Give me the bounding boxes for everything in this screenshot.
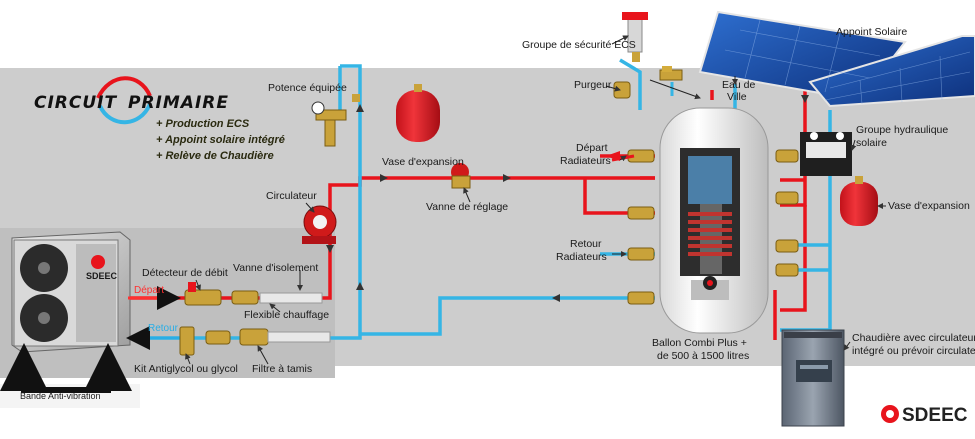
label-retour-rad-2: Radiateurs (556, 251, 607, 263)
kit-antiglycol (179, 326, 195, 356)
label-filtre: Filtre à tamis (252, 363, 312, 375)
circulateur-pump (302, 205, 337, 244)
label-flexible: Flexible chauffage (244, 309, 329, 321)
features-list: + Production ECS + Appoint solaire intég… (156, 118, 285, 162)
logo-part1: CIRCUIT (34, 93, 117, 113)
label-kit-antiglycol: Kit Antiglycol ou glycol (134, 363, 238, 375)
label-chaudiere-1: Chaudière avec circulateur (852, 332, 975, 344)
vase-expansion-left (396, 84, 440, 142)
heat-pump: SDEEC (11, 231, 131, 353)
circuit-primaire-logo: CIRCUIT PRIMAIRE (34, 76, 229, 125)
brass-fittings-left (179, 289, 269, 356)
detecteur-handle (188, 282, 196, 292)
logo-part2: PRIMAIRE (128, 93, 229, 113)
label-depart-rad-2: Radiateurs (560, 155, 611, 167)
component-labels: Potence équipée Vase d'expansion Circula… (134, 26, 975, 375)
flexible-retour (267, 331, 331, 343)
depart-rad-arrowhead (606, 151, 620, 161)
label-vanne-isolement: Vanne d'isolement (233, 262, 318, 274)
groupe-hydraulique-solaire (800, 132, 852, 176)
bande-anti-vibration-label: Bande Anti-vibration (20, 391, 101, 401)
flow-arrow (503, 174, 511, 182)
label-depart-rad-1: Départ (576, 142, 608, 154)
label-groupe-hydro-1: Groupe hydraulique (856, 124, 948, 136)
flow-arrow (356, 104, 364, 112)
depart-label: Départ (134, 285, 164, 296)
groupe-securite-ecs (622, 12, 648, 62)
flexible-depart (259, 292, 323, 304)
solar-panels (698, 10, 975, 108)
label-circulateur: Circulateur (266, 190, 317, 202)
potence-equipee (311, 94, 360, 147)
leader-lines (185, 35, 886, 365)
retour-label: Retour (148, 323, 179, 334)
flow-arrow (552, 294, 560, 302)
flow-arrow (801, 95, 809, 103)
label-eau-ville-1: Eau de (722, 79, 755, 91)
ballon-combi (659, 107, 769, 334)
brand-name: SDEEC (902, 405, 968, 426)
flow-arrow (326, 245, 334, 253)
feature-ecs: + Production ECS (156, 118, 250, 130)
flow-arrow (380, 174, 388, 182)
detecteur-debit (184, 289, 222, 306)
heat-pump-brand: SDEEC (86, 271, 118, 281)
label-groupe-hydro-2: solaire (856, 137, 887, 149)
label-chaudiere-2: intégré ou prévoir circulateur (852, 345, 975, 357)
label-vase-right: Vase d'expansion (888, 200, 970, 212)
depart-arrow: Départ (128, 285, 181, 310)
label-potence: Potence équipée (268, 82, 347, 94)
return-pipe-to-tank (360, 296, 655, 336)
feature-chaudiere: + Relève de Chaudière (156, 150, 274, 162)
label-appoint-solaire: Appoint Solaire (836, 26, 907, 38)
robinet-eau-ville (659, 66, 683, 96)
vanne-retour (205, 330, 231, 345)
feature-solaire: + Appoint solaire intégré (156, 134, 285, 146)
vase-expansion-right (840, 176, 878, 226)
label-purgeur: Purgeur (574, 79, 612, 91)
anti-vibration-band: Bande Anti-vibration (0, 343, 140, 408)
sdeec-logo: SDEEC (881, 405, 968, 426)
vanne-isolement (231, 290, 259, 305)
chaudiere (781, 329, 845, 427)
label-detecteur: Détecteur de débit (142, 267, 228, 279)
label-ballon-2: de 500 à 1500 litres (657, 350, 749, 362)
label-ballon-1: Ballon Combi Plus + (652, 337, 747, 349)
filtre-tamis (239, 328, 269, 346)
solar-panel-2 (808, 35, 975, 108)
flow-arrows (326, 95, 834, 302)
label-retour-rad-1: Retour (570, 238, 602, 250)
label-vase-left: Vase d'expansion (382, 156, 464, 168)
label-vanne-reglage: Vanne de réglage (426, 201, 508, 213)
flow-arrow (356, 282, 364, 290)
label-eau-ville-2: Ville (727, 91, 747, 103)
retour-arrow: Retour (126, 323, 180, 350)
label-groupe-securite: Groupe de sécurité ECS (522, 39, 636, 51)
vanne-reglage (451, 163, 471, 189)
